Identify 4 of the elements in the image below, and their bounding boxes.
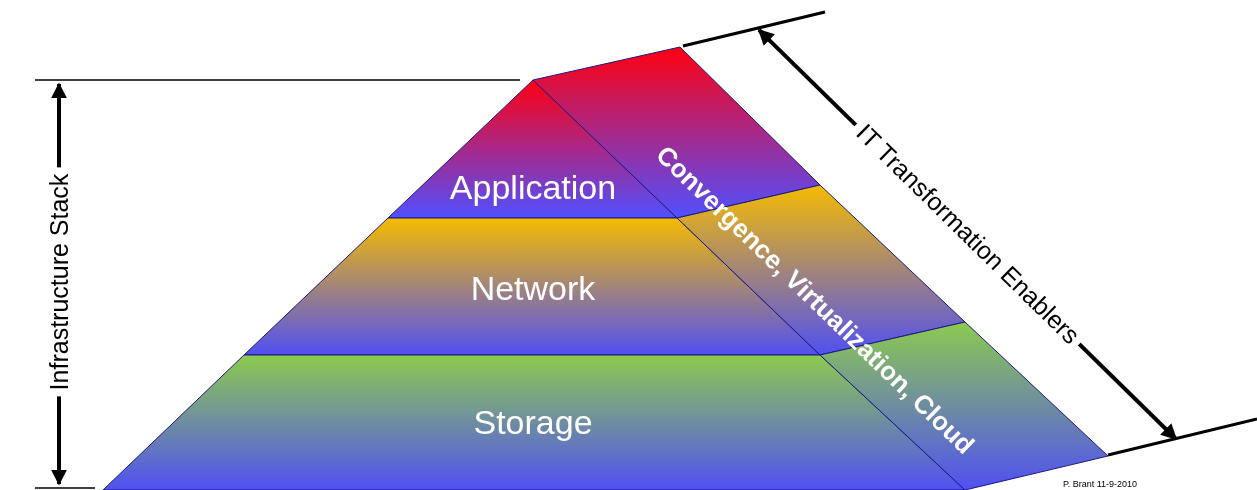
author-note: P. Brant 11-9-2010 — [1062, 479, 1138, 489]
layer-label: Application — [449, 167, 617, 207]
layer-label: Storage — [473, 402, 593, 442]
layer-label: Network — [470, 268, 596, 308]
